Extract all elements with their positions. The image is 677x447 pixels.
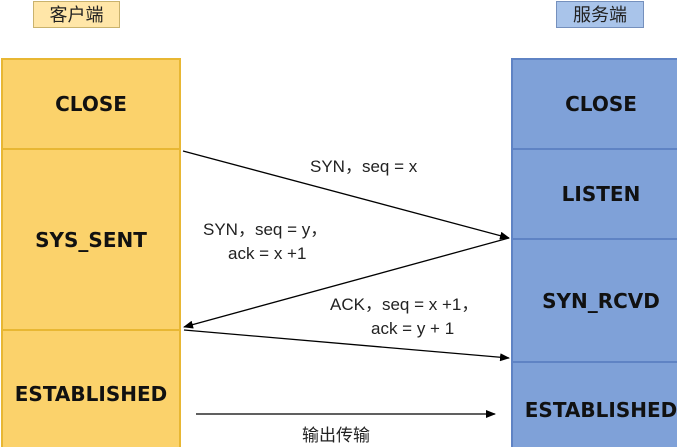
ack-label-line1: ACK，seq = x +1， [330, 295, 479, 314]
data-transfer-label: 输出传输 [302, 426, 370, 445]
server-state-listen: LISTEN [511, 148, 677, 240]
client-title: 客户端 [33, 1, 120, 28]
synack-label-line1: SYN，seq = y， [203, 220, 328, 239]
syn-label: SYN，seq = x [310, 157, 418, 176]
server-state-syn-rcvd: SYN_RCVD [511, 238, 677, 363]
synack-arrow [183, 237, 510, 329]
server-state-close: CLOSE [511, 58, 677, 150]
server-title: 服务端 [556, 1, 644, 28]
client-state-close: CLOSE [1, 58, 181, 150]
ack-arrow [183, 329, 510, 362]
syn-arrow [182, 150, 510, 240]
client-state-established: ESTABLISHED [1, 329, 181, 447]
server-state-established: ESTABLISHED [511, 361, 677, 447]
synack-label-line2: ack = x +1 [228, 244, 307, 263]
client-state-syn-sent: SYS_SENT [1, 148, 181, 331]
ack-label-line2: ack = y + 1 [371, 319, 455, 338]
